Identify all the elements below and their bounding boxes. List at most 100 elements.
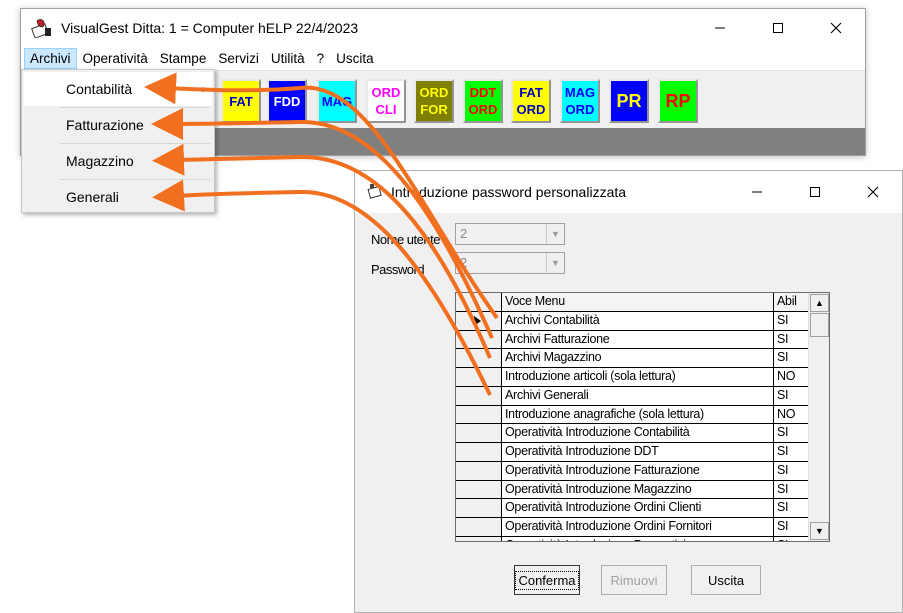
close-button[interactable] xyxy=(807,9,865,47)
row-indicator[interactable] xyxy=(456,349,502,368)
minimize-icon xyxy=(752,191,762,193)
menu-operativita[interactable]: Operatività xyxy=(82,51,148,66)
toolbar-button-pr[interactable]: PR xyxy=(609,79,649,123)
cell-abil[interactable]: SI xyxy=(774,443,810,462)
cell-abil[interactable]: SI xyxy=(774,349,810,368)
toolbar-button-fat-ord[interactable]: FAT ORD xyxy=(511,79,551,123)
cell-voce-menu[interactable]: Operatività Introduzione Fatturazione xyxy=(502,461,774,481)
toolbar-button-ord-for[interactable]: ORD FOR xyxy=(414,79,454,123)
main-titlebar[interactable]: VisualGest Ditta: 1 = Computer hELP 22/4… xyxy=(21,9,865,47)
toolbar-button-fat[interactable]: FAT xyxy=(221,79,261,123)
menu-stampe[interactable]: Stampe xyxy=(159,51,207,66)
nome-utente-combo[interactable]: 2 ▼ xyxy=(455,223,565,245)
cell-abil[interactable]: SI xyxy=(774,386,810,406)
menu-archivi[interactable]: Archivi xyxy=(24,48,77,69)
dropdown-item-magazzino[interactable]: Magazzino xyxy=(24,144,212,178)
row-indicator[interactable] xyxy=(456,461,502,481)
row-indicator[interactable] xyxy=(456,330,502,350)
cell-abil[interactable]: NO xyxy=(774,368,810,387)
menu-utilita[interactable]: Utilità xyxy=(270,51,305,66)
cell-voce-menu[interactable]: Operatività Introduzione Preventivi xyxy=(502,536,774,541)
column-header-voce-menu[interactable]: Voce Menu xyxy=(502,293,774,312)
chevron-down-icon[interactable]: ▼ xyxy=(546,253,564,273)
rimuovi-button[interactable]: Rimuovi xyxy=(601,565,667,595)
cell-abil[interactable]: SI xyxy=(774,518,810,537)
scroll-up-arrow-icon[interactable]: ▲ xyxy=(810,294,829,312)
menu-servizi[interactable]: Servizi xyxy=(218,51,259,66)
cell-abil[interactable]: SI xyxy=(774,424,810,443)
cell-abil[interactable]: SI xyxy=(774,311,810,331)
row-indicator[interactable] xyxy=(456,386,502,406)
cell-voce-menu[interactable]: Archivi Fatturazione xyxy=(502,330,774,350)
main-window-title: VisualGest Ditta: 1 = Computer hELP 22/4… xyxy=(61,20,359,36)
dropdown-item-generali[interactable]: Generali xyxy=(24,180,212,214)
cell-voce-menu[interactable]: Operatività Introduzione Magazzino xyxy=(502,480,774,500)
cell-abil[interactable]: SI xyxy=(774,536,810,541)
toolbar-button-mag-ord[interactable]: MAG ORD xyxy=(560,79,600,123)
dialog-titlebar[interactable]: Introduzione password personalizzata xyxy=(355,171,902,213)
table-row[interactable]: Operatività Introduzione Ordini Fornitor… xyxy=(456,518,810,537)
row-indicator[interactable] xyxy=(456,499,502,518)
cell-voce-menu[interactable]: Archivi Contabilità xyxy=(502,311,774,331)
cell-voce-menu[interactable]: Operatività Introduzione Contabilità xyxy=(502,424,774,443)
cell-abil[interactable]: SI xyxy=(774,480,810,500)
table-row[interactable]: Operatività Introduzione PreventiviSI xyxy=(456,536,810,541)
cell-abil[interactable]: SI xyxy=(774,330,810,350)
uscita-button[interactable]: Uscita xyxy=(691,565,761,595)
dialog-minimize-button[interactable] xyxy=(728,171,786,213)
grid-vertical-scrollbar[interactable]: ▲ ▼ xyxy=(808,293,829,541)
password-dialog: Introduzione password personalizzata Nom… xyxy=(354,170,903,613)
toolbar-button-mag[interactable]: MAG xyxy=(317,79,357,123)
toolbar-button-ord-cli[interactable]: ORD CLI xyxy=(366,79,406,123)
toolbar-button-rp[interactable]: RP xyxy=(658,79,698,123)
cell-voce-menu[interactable]: Operatività Introduzione Ordini Clienti xyxy=(502,499,774,518)
table-row[interactable]: Introduzione anagrafiche (sola lettura)N… xyxy=(456,405,810,425)
scroll-down-arrow-icon[interactable]: ▼ xyxy=(810,522,829,540)
dialog-maximize-button[interactable] xyxy=(786,171,844,213)
row-indicator[interactable] xyxy=(456,518,502,537)
cell-voce-menu[interactable]: Operatività Introduzione Ordini Fornitor… xyxy=(502,518,774,537)
cell-voce-menu[interactable]: Introduzione articoli (sola lettura) xyxy=(502,368,774,387)
chevron-down-icon[interactable]: ▼ xyxy=(546,224,564,244)
row-indicator[interactable] xyxy=(456,536,502,541)
dropdown-item-contabilita[interactable]: Contabilità › xyxy=(24,72,212,106)
grid-header-row: Voce Menu Abil xyxy=(456,293,810,312)
dialog-close-button[interactable] xyxy=(844,171,902,213)
cell-voce-menu[interactable]: Operatività Introduzione DDT xyxy=(502,443,774,462)
cell-abil[interactable]: SI xyxy=(774,461,810,481)
minimize-button[interactable] xyxy=(691,9,749,47)
row-indicator[interactable] xyxy=(456,405,502,425)
toolbar-button-ddt-ord[interactable]: DDT ORD xyxy=(463,79,503,123)
maximize-button[interactable] xyxy=(749,9,807,47)
conferma-button[interactable]: Conferma xyxy=(514,565,580,595)
dropdown-item-fatturazione[interactable]: Fatturazione xyxy=(24,108,212,142)
cell-abil[interactable]: SI xyxy=(774,499,810,518)
cell-voce-menu[interactable]: Archivi Generali xyxy=(502,386,774,406)
row-indicator[interactable] xyxy=(456,424,502,443)
table-row[interactable]: Introduzione articoli (sola lettura)NO xyxy=(456,368,810,387)
row-indicator[interactable] xyxy=(456,368,502,387)
password-combo[interactable]: 2 ▼ xyxy=(455,252,565,274)
submenu-arrow-icon: › xyxy=(202,82,206,96)
row-indicator[interactable] xyxy=(456,443,502,462)
cell-abil[interactable]: NO xyxy=(774,405,810,425)
row-indicator[interactable] xyxy=(456,311,502,331)
cell-voce-menu[interactable]: Introduzione anagrafiche (sola lettura) xyxy=(502,405,774,425)
row-indicator[interactable] xyxy=(456,480,502,500)
menu-help[interactable]: ? xyxy=(316,51,325,66)
cell-voce-menu[interactable]: Archivi Magazzino xyxy=(502,349,774,368)
toolbar-button-fdd[interactable]: FDD xyxy=(267,79,307,123)
scrollbar-thumb[interactable] xyxy=(810,313,829,337)
menu-uscita[interactable]: Uscita xyxy=(336,51,374,66)
column-header-abil[interactable]: Abil xyxy=(774,293,810,312)
